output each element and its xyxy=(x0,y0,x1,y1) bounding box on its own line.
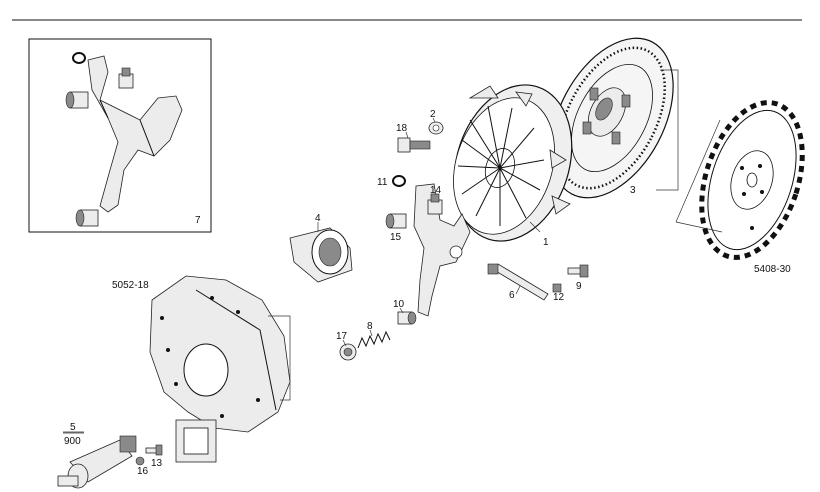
callout-18: 18 xyxy=(396,123,408,134)
leader-1 xyxy=(529,221,541,233)
washer-2 xyxy=(428,121,444,135)
inset-pin xyxy=(118,67,134,89)
slave-cylinder xyxy=(57,435,137,489)
callout-6: 6 xyxy=(509,290,515,301)
leader-18 xyxy=(405,131,409,139)
release-fork xyxy=(413,183,471,317)
o-ring-11 xyxy=(392,175,406,187)
flywheel-ring-gear xyxy=(699,100,805,260)
nut-12 xyxy=(552,283,562,293)
inset-bushing xyxy=(65,91,89,109)
callout-1: 1 xyxy=(543,237,549,248)
callout-5: 5 xyxy=(70,422,76,433)
callout-5408-30: 5408-30 xyxy=(754,264,791,275)
pin-14 xyxy=(427,193,443,215)
callout-4: 4 xyxy=(315,213,321,224)
bushing-10 xyxy=(397,311,417,325)
callout-16: 16 xyxy=(137,466,149,477)
spring-8 xyxy=(357,330,391,349)
shaft-6 xyxy=(487,263,549,301)
leader-6 xyxy=(515,285,521,295)
clutch-housing xyxy=(149,275,291,463)
housing-leader xyxy=(268,315,291,401)
callout-5-sub: 900 xyxy=(64,436,81,447)
washer-16 xyxy=(135,456,145,466)
screw-13 xyxy=(145,444,163,456)
inset-lower-bushing xyxy=(75,209,99,227)
callout-7: 7 xyxy=(195,215,201,226)
callout-17: 17 xyxy=(336,331,348,342)
inset-o-ring xyxy=(72,52,86,64)
callout-8: 8 xyxy=(367,321,373,332)
flywheel-leader xyxy=(675,119,723,233)
callout-9: 9 xyxy=(576,281,582,292)
callout-12: 12 xyxy=(553,292,565,303)
bolt-18 xyxy=(397,137,431,153)
callout-5052-18: 5052-18 xyxy=(112,280,149,291)
leader-2 xyxy=(432,117,436,123)
nut-17 xyxy=(339,343,357,361)
callout-15: 15 xyxy=(390,232,402,243)
callout-13: 13 xyxy=(151,458,163,469)
release-bearing xyxy=(289,227,353,283)
callout-10: 10 xyxy=(393,299,405,310)
screw-9 xyxy=(567,264,589,278)
pressure-plate xyxy=(453,84,573,242)
callout-11: 11 xyxy=(377,177,388,188)
clutch-disc xyxy=(550,37,674,199)
callout-3: 3 xyxy=(630,185,636,196)
leader-8 xyxy=(369,329,373,337)
leader-10 xyxy=(399,307,404,314)
callout-14: 14 xyxy=(430,185,442,196)
inset-box: 7 xyxy=(28,38,212,233)
callout-2: 2 xyxy=(430,109,436,120)
disc-leader xyxy=(656,69,679,191)
leader-17 xyxy=(342,339,347,347)
inset-release-fork xyxy=(87,55,183,213)
bushing-15 xyxy=(385,213,407,229)
